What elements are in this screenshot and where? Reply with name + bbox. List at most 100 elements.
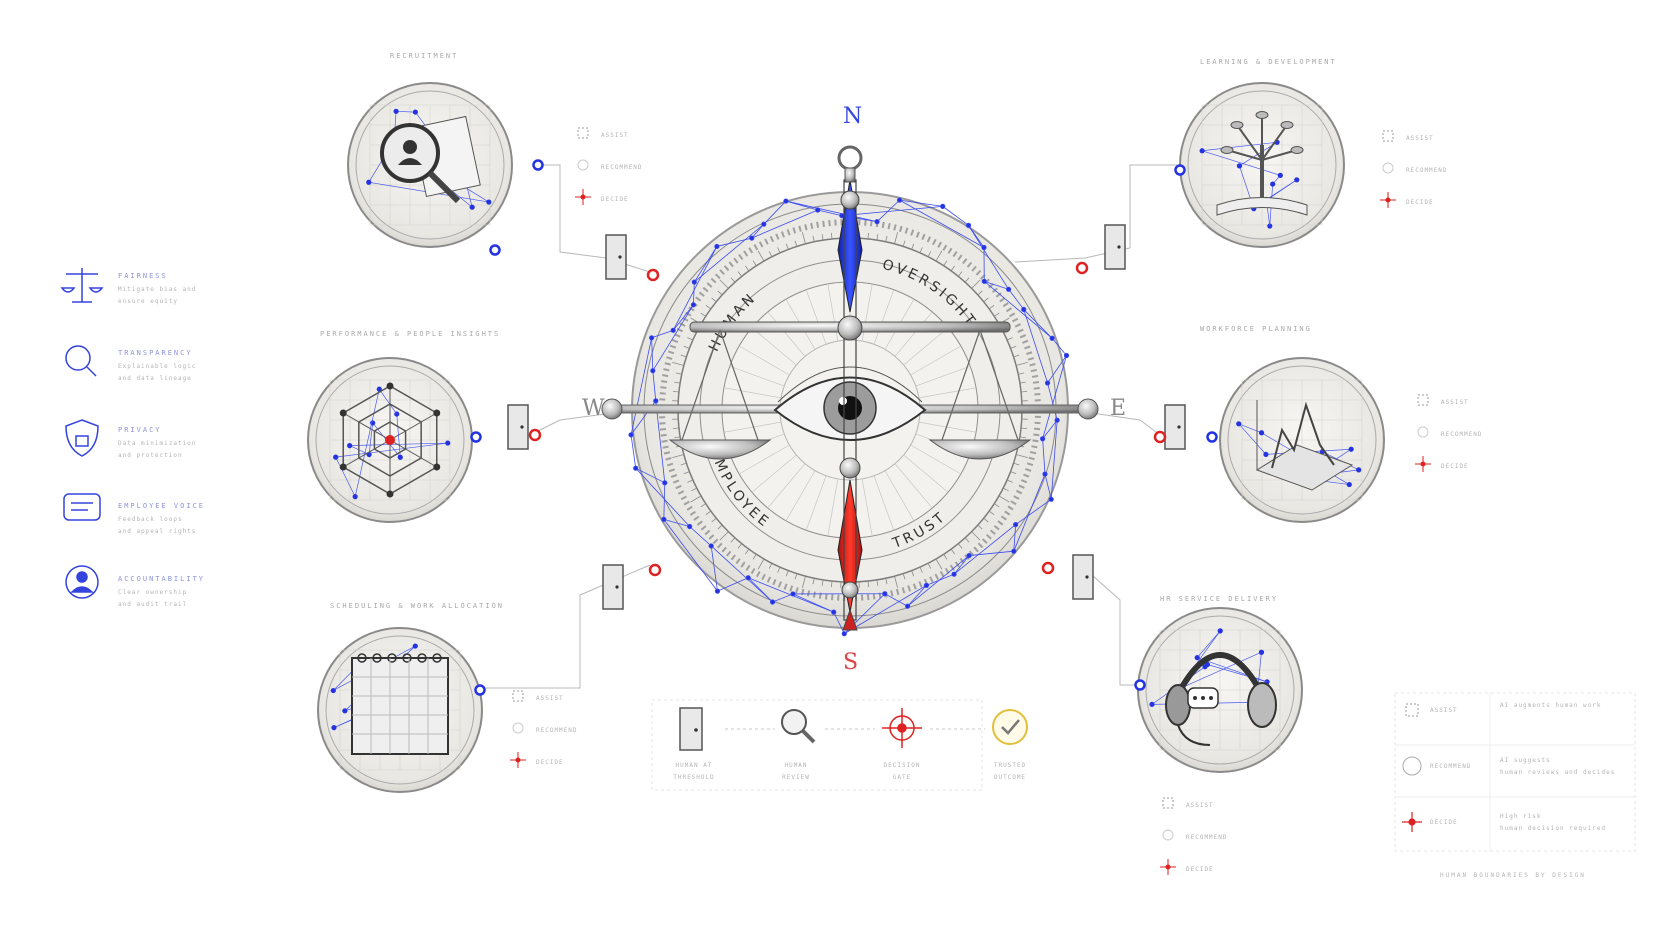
recommend-icon: [1382, 162, 1394, 174]
compass-south: S: [843, 650, 859, 675]
assist-icon: [1417, 394, 1429, 406]
recommend-icon: [1417, 426, 1429, 438]
module-title-workforce: WORKFORCE PLANNING: [1200, 325, 1312, 333]
recommend-icon: [577, 159, 589, 171]
legend-assist-desc: AI augments human work: [1500, 702, 1602, 709]
right-pan: [928, 439, 1032, 460]
assist-icon: [1382, 130, 1394, 142]
flow-diagram: [651, 699, 1028, 791]
mode-label: DECIDE: [601, 196, 629, 203]
search-cycle-icon: [65, 345, 97, 377]
principle-title: ACCOUNTABILITY: [118, 575, 206, 583]
workforce-medallion: [1206, 357, 1385, 523]
learning-medallion: [1174, 82, 1345, 248]
recommend-icon: [512, 722, 524, 734]
flow-crosshair-icon: [882, 708, 922, 748]
mode-label: DECIDE: [536, 759, 564, 766]
decide-icon: [575, 189, 591, 205]
gate-dot: [646, 268, 660, 282]
flow-magnifier-icon: [781, 709, 816, 744]
legend-assist-name: ASSIST: [1430, 707, 1458, 714]
decide-icon: [1160, 859, 1176, 875]
door-icon: [1153, 404, 1186, 450]
gate-dot: [1075, 261, 1089, 275]
module-title-learning: LEARNING & DEVELOPMENT: [1200, 58, 1337, 66]
legend-mode-icons: [1402, 703, 1422, 832]
mode-label: DECIDE: [1186, 866, 1214, 873]
principle-title: TRANSPARENCY: [118, 349, 193, 357]
hanging-ring: [837, 145, 863, 171]
mode-legend-box: [1394, 692, 1636, 852]
decide-icon: [1380, 192, 1396, 208]
recommend-icon: [1162, 829, 1174, 841]
door-icon: [1075, 224, 1126, 275]
left-pan: [668, 439, 772, 460]
mode-label: RECOMMEND: [601, 164, 643, 171]
mode-label: RECOMMEND: [1186, 834, 1228, 841]
mode-label: RECOMMEND: [1441, 431, 1483, 438]
mode-label: ASSIST: [1441, 399, 1469, 406]
recommend-icon: [1402, 756, 1422, 776]
door-icon: [1041, 554, 1094, 600]
flow-check-icon: [992, 709, 1028, 745]
assist-icon: [577, 127, 589, 139]
footer-note: HUMAN BOUNDARIES BY DESIGN: [1440, 872, 1586, 879]
mode-label: ASSIST: [601, 132, 629, 139]
mode-label: ASSIST: [1406, 135, 1434, 142]
module-title-hr-service: HR SERVICE DELIVERY: [1160, 595, 1279, 603]
mode-label: RECOMMEND: [536, 727, 578, 734]
compass-east: E: [1110, 396, 1127, 421]
legend-recommend-name: RECOMMEND: [1430, 763, 1472, 770]
recruitment-medallion: [347, 82, 544, 256]
compass: HUMAN OVERSIGHT EMPLOYEE TRUST: [601, 145, 1099, 637]
compass-west: W: [582, 396, 605, 421]
door-icon: [605, 234, 660, 282]
assist-icon: [1405, 703, 1419, 717]
mode-label: RECOMMEND: [1406, 167, 1448, 174]
person-badge-icon: [65, 565, 99, 599]
gate-dot: [528, 428, 542, 442]
mode-label: DECIDE: [1406, 199, 1434, 206]
compass-north: N: [843, 104, 863, 129]
principle-title: EMPLOYEE VOICE: [118, 502, 206, 510]
principles-icons: [60, 268, 104, 599]
performance-medallion: [307, 357, 482, 523]
hr-service-medallion: [1134, 607, 1303, 773]
gate-dot: [1041, 561, 1055, 575]
principle-title: PRIVACY: [118, 426, 162, 434]
mode-label: ASSIST: [1186, 802, 1214, 809]
mode-label: DECIDE: [1441, 463, 1469, 470]
principle-title: FAIRNESS: [118, 272, 168, 280]
mode-label: ASSIST: [536, 695, 564, 702]
decide-icon: [510, 752, 526, 768]
speech-bubble-icon: [63, 493, 101, 521]
legend-decide-name: DECIDE: [1430, 819, 1458, 826]
flow-door-icon: [679, 707, 703, 751]
shield-lock-icon: [65, 419, 99, 457]
door-icon: [602, 563, 662, 610]
decide-icon: [1402, 812, 1422, 832]
module-title-performance: PERFORMANCE & PEOPLE INSIGHTS: [320, 330, 501, 338]
scale-chains: [681, 329, 1019, 441]
assist-icon: [512, 690, 524, 702]
scales-icon: [60, 268, 104, 303]
scheduling-medallion: [317, 627, 486, 793]
gate-dot: [648, 563, 662, 577]
